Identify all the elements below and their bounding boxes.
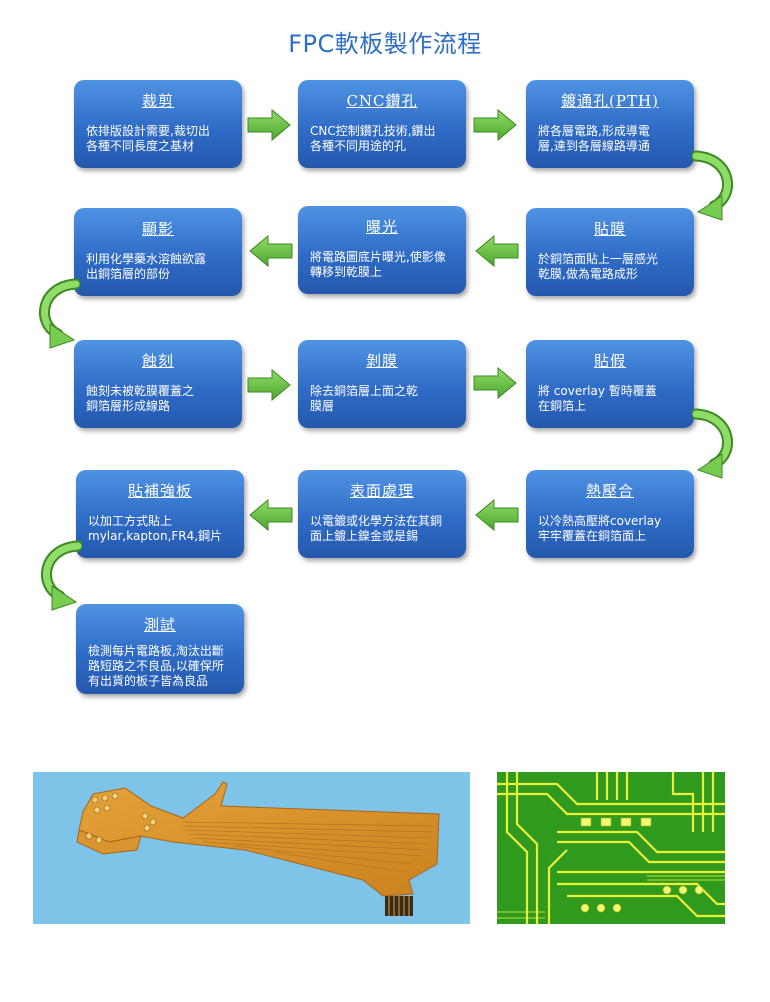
- step-stripping: 剝膜 除去銅箔層上面之乾 膜層: [298, 340, 466, 428]
- page-title: FPC軟板製作流程: [288, 30, 482, 58]
- step-description: 除去銅箔層上面之乾 膜層: [310, 384, 419, 413]
- arrow-left-icon: [249, 498, 293, 532]
- step-description: 以冷熱高壓將coverlay 牢牢覆蓋在銅箔面上: [538, 514, 662, 543]
- arrow-right-icon: [247, 108, 291, 142]
- step-title: 剝膜: [365, 352, 398, 370]
- step-title: 蝕刻: [141, 352, 174, 370]
- arrow-right-icon: [473, 366, 517, 400]
- pcb-traces-photo: [497, 772, 725, 924]
- step-description: 以加工方式貼上 mylar,kapton,FR4,鋼片: [88, 514, 223, 543]
- step-developing: 顯影 利用化學藥水溶蝕欲露 出銅箔層的部份: [74, 208, 242, 296]
- step-title: CNC鑽孔: [346, 92, 418, 110]
- step-exposure: 曝光 將電路圖底片曝光,使影像 轉移到乾膜上: [298, 206, 466, 294]
- step-title: 貼補強板: [127, 482, 192, 500]
- u-turn-arrow-icon: [692, 408, 733, 479]
- step-laminate-film: 貼膜 於銅箔面貼上一層感光 乾膜,做為電路成形: [526, 208, 694, 296]
- step-etching: 蝕刻 蝕刻未被乾膜覆蓋之 銅箔層形成線路: [74, 340, 242, 428]
- step-description: 依排版設計需要,裁切出 各種不同長度之基材: [86, 124, 210, 153]
- arrow-left-icon: [475, 498, 519, 532]
- step-title: 曝光: [365, 218, 398, 236]
- u-turn-arrow-icon: [39, 278, 80, 349]
- step-hot-press: 熱壓合 以冷熱高壓將coverlay 牢牢覆蓋在銅箔面上: [526, 470, 694, 558]
- step-description: 將 coverlay 暫時覆蓋 在銅箔上: [538, 384, 657, 413]
- step-title: 測試: [143, 616, 176, 634]
- arrow-left-icon: [475, 234, 519, 268]
- step-description: 將電路圖底片曝光,使影像 轉移到乾膜上: [310, 250, 446, 279]
- step-description: 利用化學藥水溶蝕欲露 出銅箔層的部份: [86, 252, 207, 281]
- step-description: 蝕刻未被乾膜覆蓋之 銅箔層形成線路: [86, 384, 195, 413]
- step-pth: 鍍通孔(PTH) 將各層電路,形成導電 層,達到各層線路導通: [526, 80, 694, 168]
- arrow-right-icon: [473, 108, 517, 142]
- step-title: 顯影: [141, 220, 174, 238]
- step-cutting: 裁剪 依排版設計需要,裁切出 各種不同長度之基材: [74, 80, 242, 168]
- step-description: CNC控制鑽孔技術,鑽出 各種不同用途的孔: [310, 124, 436, 153]
- step-description: 於銅箔面貼上一層感光 乾膜,做為電路成形: [538, 252, 659, 281]
- arrow-right-icon: [247, 368, 291, 402]
- step-title: 熱壓合: [585, 482, 634, 500]
- u-turn-arrow-icon: [41, 540, 82, 611]
- step-description: 檢測每片電路板,淘汰出斷 路短路之不良品,以確保所 有出貨的板子皆為良品: [88, 644, 224, 688]
- flex-pcb-photo: [33, 772, 470, 924]
- step-title: 裁剪: [141, 92, 174, 110]
- step-tack-coverlay: 貼假 將 coverlay 暫時覆蓋 在銅箔上: [526, 340, 694, 428]
- step-title: 表面處理: [349, 482, 414, 500]
- u-turn-arrow-icon: [692, 150, 733, 221]
- arrow-left-icon: [249, 234, 293, 268]
- step-description: 以電鍍或化學方法在其銅 面上鍍上鎳金或是錫: [310, 514, 443, 543]
- step-cnc-drilling: CNC鑽孔 CNC控制鑽孔技術,鑽出 各種不同用途的孔: [298, 80, 466, 168]
- step-stiffener: 貼補強板 以加工方式貼上 mylar,kapton,FR4,鋼片: [76, 470, 244, 558]
- step-title: 貼膜: [593, 220, 626, 238]
- step-title: 貼假: [593, 352, 626, 370]
- step-surface-treatment: 表面處理 以電鍍或化學方法在其銅 面上鍍上鎳金或是錫: [298, 470, 466, 558]
- step-description: 將各層電路,形成導電 層,達到各層線路導通: [538, 124, 650, 153]
- step-testing: 測試 檢測每片電路板,淘汰出斷 路短路之不良品,以確保所 有出貨的板子皆為良品: [76, 604, 244, 694]
- step-title: 鍍通孔(PTH): [561, 92, 659, 110]
